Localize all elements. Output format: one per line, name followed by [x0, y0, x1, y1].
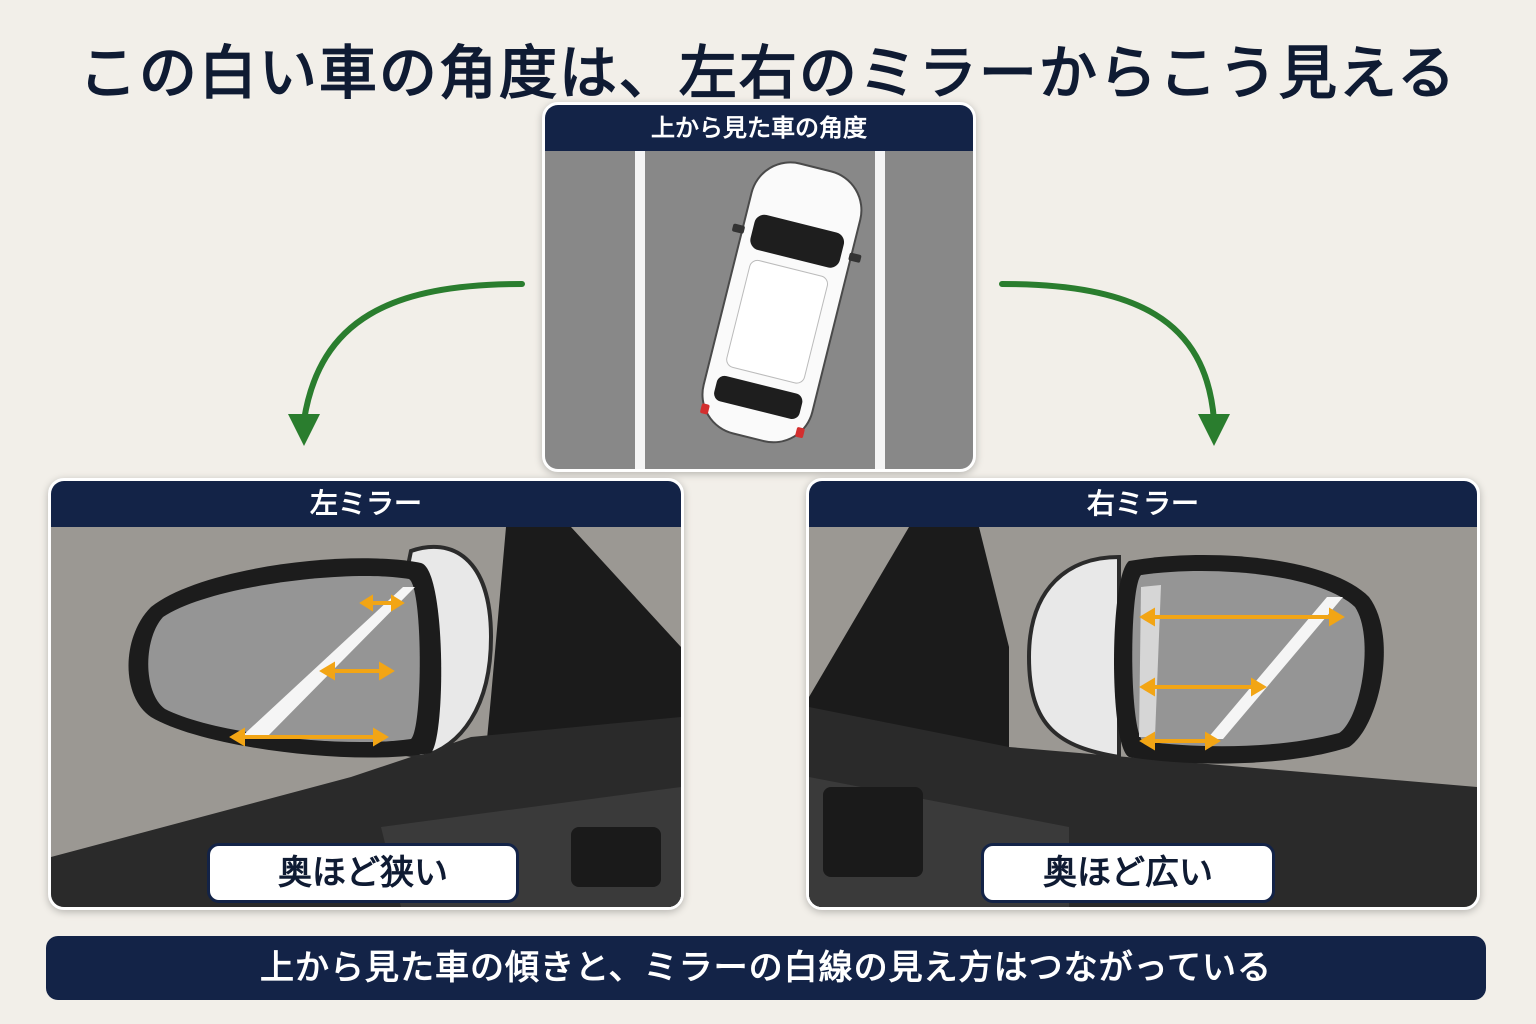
top-view-header: 上から見た車の角度 [545, 105, 973, 151]
left-caption: 奥ほど狭い [207, 843, 519, 903]
left-arrow-icon [288, 281, 525, 446]
top-view-card: 上から見た車の角度 [542, 102, 976, 472]
right-mirror-glass [1132, 570, 1365, 747]
left-mirror-header: 左ミラー [51, 481, 681, 527]
right-mirror-label: 右ミラー [1086, 487, 1199, 520]
white-car-top [700, 161, 863, 444]
footer-banner: 上から見た車の傾きと、ミラーの白線の見え方はつながっている [46, 936, 1486, 1000]
page-title: この白い車の角度は、左右のミラーからこう見える [78, 39, 1458, 107]
left-mirror-card: 左ミラー 奥ほど狭い [48, 478, 684, 910]
right-caption: 奥ほど広い [981, 843, 1275, 903]
right-arrow-icon [999, 281, 1230, 446]
left-mirror-glass [148, 576, 420, 743]
left-mirror-label: 左ミラー [309, 487, 422, 520]
parking-line-left [635, 151, 645, 469]
parking-line-right [875, 151, 885, 469]
right-mirror-card: 右ミラー 奥ほど広い [806, 478, 1480, 910]
top-view-label: 上から見た車の角度 [651, 114, 867, 142]
left-measure-arrows [229, 594, 405, 747]
right-mirror-header: 右ミラー [809, 481, 1477, 527]
right-measure-arrows [1139, 607, 1345, 751]
top-view-image [545, 151, 973, 469]
